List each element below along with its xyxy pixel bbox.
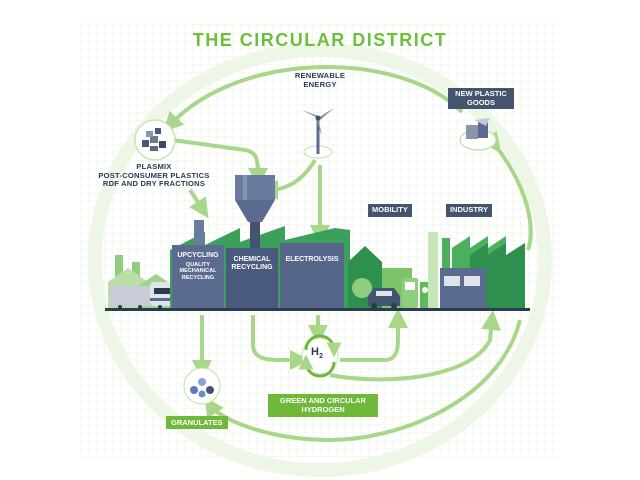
industry-label: INDUSTRY <box>446 204 493 217</box>
upcycling-plant <box>172 245 224 308</box>
granulates-icon <box>183 367 221 405</box>
flow-chemical-to-hydrogen <box>251 315 310 370</box>
cycle-arrow-bottom <box>204 319 522 443</box>
upcycling-sub-2: MECHANICAL <box>179 268 217 275</box>
backdrop-ring <box>88 43 552 477</box>
chemical-recycling-plant <box>226 248 278 308</box>
electrolysis-plant <box>280 243 344 308</box>
hydrogen-label: GREEN AND CIRCULAR HYDROGEN <box>268 394 378 417</box>
flow-hydrogen-to-mobility <box>340 308 408 362</box>
chemical-line-2: RECYCLING <box>231 264 273 272</box>
new-plastic-goods-label: NEW PLASTIC GOODS <box>448 88 514 110</box>
charging-station-icon <box>402 278 430 308</box>
car-icon <box>368 288 400 309</box>
plasmix-line-2: POST-CONSUMER PLASTICS <box>98 170 210 180</box>
hydrogen-line-2: HYDROGEN <box>301 405 345 415</box>
renewable-line-2: ENERGY <box>303 79 337 89</box>
upcycling-label: UPCYCLING QUALITY MECHANICAL RECYCLING <box>172 252 224 281</box>
wind-turbine-icon <box>302 108 334 159</box>
diagram-title: THE CIRCULAR DISTRICT <box>192 30 448 50</box>
upcycling-subtitle: QUALITY MECHANICAL RECYCLING <box>172 262 224 281</box>
upcycling-title: UPCYCLING <box>177 252 219 259</box>
upcycling-sub-3: RECYCLING <box>181 274 215 281</box>
renewable-line-1: RENEWABLE <box>294 71 346 80</box>
flow-plasmix-to-chemical <box>171 138 268 188</box>
h2-symbol: H2 <box>311 346 323 361</box>
mobility-label: MOBILITY <box>368 204 412 217</box>
plasmix-line-1: PLASMIX <box>136 162 172 171</box>
chemical-recycling-label: CHEMICAL RECYCLING <box>226 256 278 272</box>
new-plastic-line-1: NEW PLASTIC <box>455 89 507 98</box>
upcycling-chimney <box>194 220 204 252</box>
chemical-line-1: CHEMICAL <box>233 256 271 263</box>
hydrogen-cycle-icon <box>298 334 342 378</box>
renewable-energy-label: RENEWABLE ENERGY <box>285 71 355 89</box>
h2-subscript: 2 <box>319 353 324 361</box>
new-plastic-line-2: GOODS <box>467 97 495 107</box>
plasmix-label: PLASMIX POST-CONSUMER PLASTICS RDF AND D… <box>98 162 210 189</box>
hydrogen-line-1: GREEN AND CIRCULAR <box>280 396 366 405</box>
ground-line <box>105 308 530 311</box>
electrolysis-label: ELECTROLYSIS <box>285 256 339 263</box>
h2-letter: H <box>311 346 320 358</box>
industry-factory-icon <box>428 232 525 308</box>
upcycling-sub-1: QUALITY <box>185 262 211 269</box>
flow-hydrogen-to-industry <box>329 310 501 382</box>
cycle-arrow-top <box>163 65 464 133</box>
chemical-reactor-tower <box>235 175 275 248</box>
granulates-label: GRANULATES <box>166 416 228 430</box>
plasmix-line-3: RDF AND DRY FRACTIONS <box>102 179 206 189</box>
plasmix-heap-icon <box>134 119 176 161</box>
plastic-goods-icon <box>459 118 497 151</box>
cycle-arrow-right <box>480 130 533 251</box>
flow-plasmix-to-upcycling <box>188 188 209 219</box>
